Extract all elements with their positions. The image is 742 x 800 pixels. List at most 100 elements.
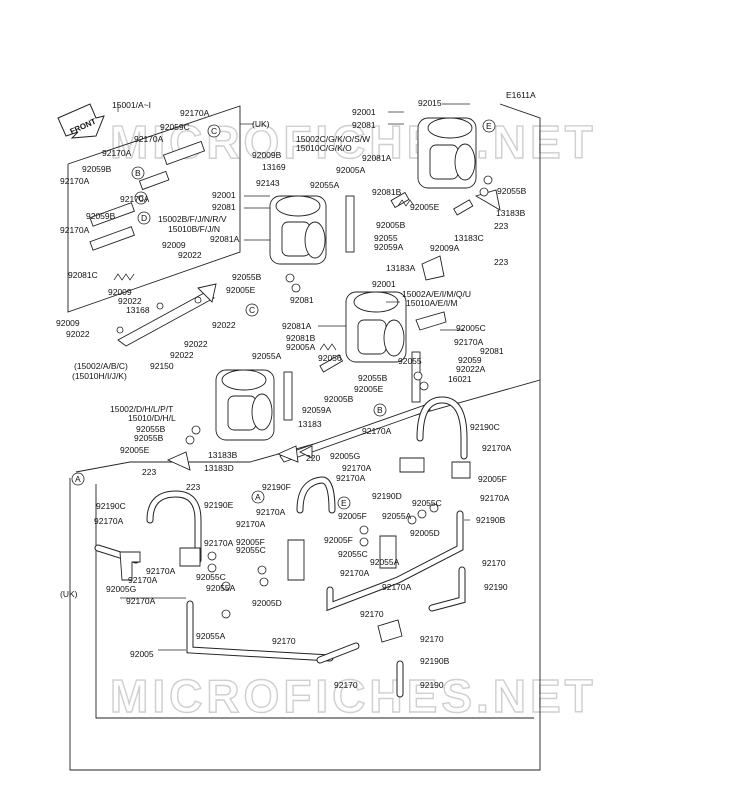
label-75: 15010/D/H/L (128, 413, 176, 423)
label-85: 13183B (208, 450, 238, 460)
label-11: 92001 (352, 107, 376, 117)
label-88: 223 (142, 467, 156, 477)
label-47: 15010A/E/I/M (406, 298, 458, 308)
label-14: 15010C/G/K/O (296, 143, 352, 153)
label-8: 92170A (120, 194, 150, 204)
label-63: 92056 (318, 353, 342, 363)
label-6: 92059B (82, 164, 112, 174)
label-31: 223 (494, 221, 508, 231)
label-27: 92081B (372, 187, 402, 197)
label-122: 92170A (382, 582, 412, 592)
front-arrow-icon: FRONT (57, 103, 105, 139)
label-56: 92150 (150, 361, 174, 371)
label-0: 15001/A~I (112, 100, 151, 110)
label-55: 92022 (170, 350, 194, 360)
label-101: 92170A (236, 519, 266, 529)
figure-code: E1611A (506, 90, 536, 100)
callout-e: E (486, 121, 492, 131)
label-70: 92055B (358, 373, 388, 383)
label-19: 92143 (256, 178, 280, 188)
label-40: 92081C (68, 270, 98, 280)
label-112: 92055A (370, 557, 400, 567)
label-76: 92059A (302, 405, 332, 415)
label-10: 92170A (60, 225, 90, 235)
label-9: 92059B (86, 211, 116, 221)
label-78: 92055B (136, 424, 166, 434)
label-24: 15002B/F/J/N/R/V (158, 214, 227, 224)
label-104: 92190B (476, 515, 506, 525)
label-87: 92170A (342, 463, 372, 473)
callout-circles: C B C D E C B A A E (71, 119, 496, 510)
label-7: 92170A (60, 176, 90, 186)
label-93: 92190F (262, 482, 291, 492)
label-54: 92022 (184, 339, 208, 349)
label-92: 223 (186, 482, 200, 492)
label-32: 92005B (376, 220, 406, 230)
label-18: 13169 (262, 162, 286, 172)
callout-a: C (211, 126, 217, 136)
callout-a-2: A (75, 474, 81, 484)
label-108: 92005F (236, 537, 265, 547)
label-60: 92005A (286, 342, 316, 352)
label-35: 92009A (430, 243, 460, 253)
callout-b: B (135, 168, 141, 178)
label-49: 92022 (118, 296, 142, 306)
label-90: 92005F (478, 474, 507, 484)
label-89: 13183D (204, 463, 234, 473)
label-127: 92170 (420, 634, 444, 644)
callout-a-3: A (255, 492, 261, 502)
label-17: 92009B (252, 150, 282, 160)
label-69: (15010H/I/J/K) (72, 371, 127, 381)
label-23: 92081 (212, 202, 236, 212)
label-34: 92059A (374, 242, 404, 252)
callout-e-2: E (341, 498, 347, 508)
fittings (119, 311, 471, 643)
label-82: 92055B (134, 433, 164, 443)
label-83: 92005E (120, 445, 150, 455)
callout-d: D (141, 213, 147, 223)
label-131: 92190 (420, 680, 444, 690)
label-45: 92001 (372, 279, 396, 289)
carburetor-b (215, 369, 275, 441)
label-96: 92170A (256, 507, 286, 517)
label-33: 92055 (374, 233, 398, 243)
label-129: 92190B (420, 656, 450, 666)
label-20: 92005A (336, 165, 366, 175)
label-79: 13183 (298, 419, 322, 429)
label-50: 13168 (126, 305, 150, 315)
watermark-top: MICROFICHES.NET (110, 116, 597, 168)
label-51: 92022 (212, 320, 236, 330)
hose-kit-frame (67, 104, 254, 313)
label-37: 223 (494, 257, 508, 267)
label-57: 92081A (282, 321, 312, 331)
label-44: 92081 (290, 295, 314, 305)
label-91: 92170A (336, 473, 366, 483)
label-26: 92081A (210, 234, 240, 244)
springs (113, 199, 415, 351)
label-22: 92001 (212, 190, 236, 200)
label-126: 92055A (196, 631, 226, 641)
label-110: 92170A (146, 566, 176, 576)
label-111: 92005F (324, 535, 353, 545)
label-100: 92170A (94, 516, 124, 526)
label-66: 92059 (458, 355, 482, 365)
carburetor-e (417, 117, 477, 189)
label-64: 92055 (398, 356, 422, 366)
label-30: 13183B (496, 208, 526, 218)
label-117: 92005G (106, 584, 136, 594)
label-105: 92170A (204, 538, 234, 548)
label-97: 92190C (96, 501, 126, 511)
label-52: 92009 (56, 318, 80, 328)
label-3: (UK) (252, 119, 270, 129)
label-59: 92081B (286, 333, 316, 343)
label-116: 92170A (128, 575, 158, 585)
label-2: 92059C (160, 122, 190, 132)
label-15: 92081A (362, 153, 392, 163)
label-94: 92170A (480, 493, 510, 503)
label-113: 92170 (482, 558, 506, 568)
label-73: 92005B (324, 394, 354, 404)
label-36: 13183C (454, 233, 484, 243)
label-125: 92170 (272, 636, 296, 646)
part-labels: 15001/A~I 92170A 92059C (UK) 92170A 9217… (56, 98, 527, 690)
